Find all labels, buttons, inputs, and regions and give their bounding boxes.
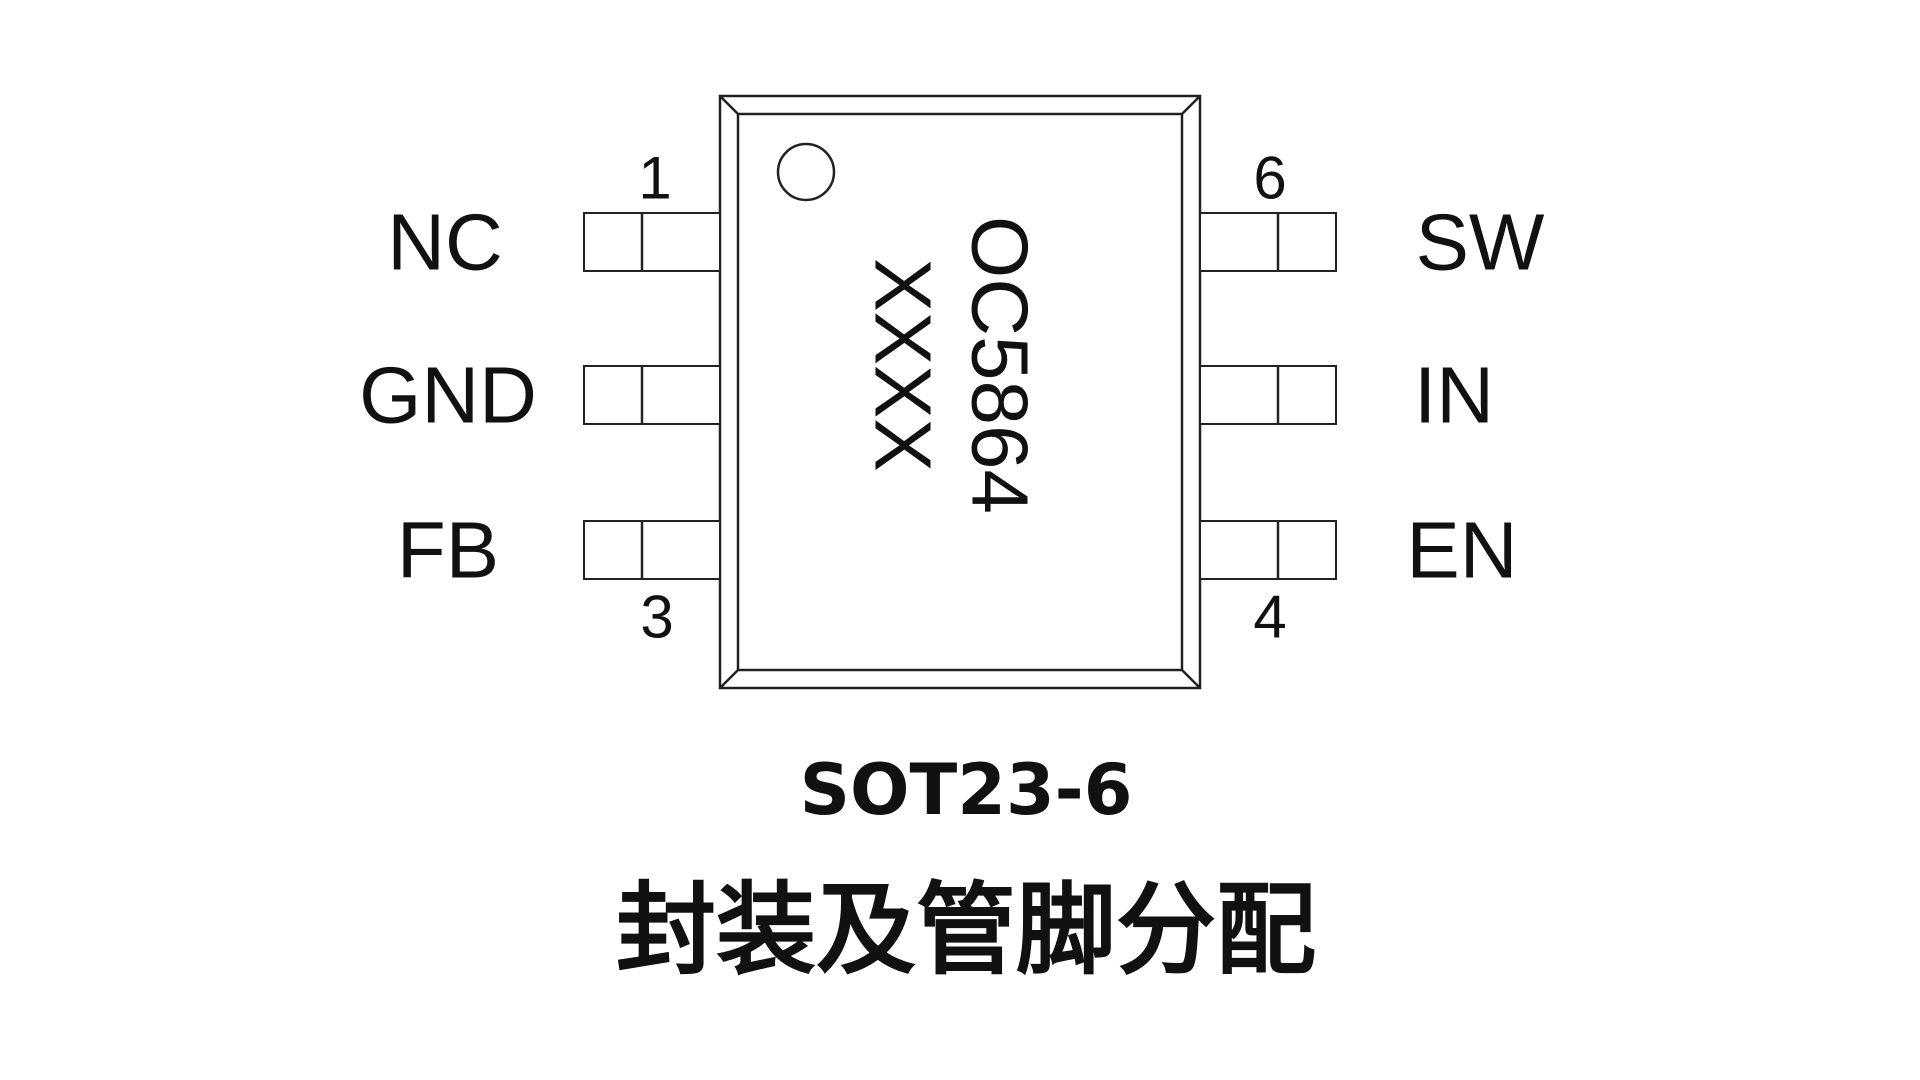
left-pin-1: NC 1 [387,145,721,287]
page-title: 封装及管脚分配 [616,872,1316,989]
left-pin-2: GND [359,351,721,440]
pin-lead [583,212,721,272]
package-inner-outline [736,112,1184,672]
pin-lead [1199,365,1337,425]
pin-name-sw: SW [1416,198,1545,287]
bevel-top-right [1181,95,1201,115]
bevel-bottom-right [1181,669,1201,689]
right-pin-5: IN [1199,351,1494,440]
package-label: SOT23-6 [800,749,1133,831]
pin-lead [1199,212,1337,272]
pin-number-3: 3 [640,584,673,651]
pin-name-nc: NC [387,198,503,287]
pin-lead [583,520,721,580]
pin-number-4: 4 [1253,584,1286,651]
pin-lead [583,365,721,425]
pin-lead [1199,520,1337,580]
pin-name-en: EN [1406,506,1517,595]
chip-marking-line2: XXXX [859,258,948,471]
chip-marking-line1: OC5864 [956,216,1045,514]
pin-name-in: IN [1414,351,1494,440]
right-pin-4: EN 4 [1199,506,1518,651]
pin-number-6: 6 [1253,145,1286,212]
pin1-indicator-dot [776,142,836,202]
bevel-top-left [719,95,739,115]
left-pin-3: FB 3 [397,506,721,651]
bevel-bottom-left [719,669,739,689]
pin-name-fb: FB [397,506,499,595]
pin-number-1: 1 [638,145,671,212]
right-pin-6: SW 6 [1199,145,1545,287]
pin-name-gnd: GND [359,351,537,440]
